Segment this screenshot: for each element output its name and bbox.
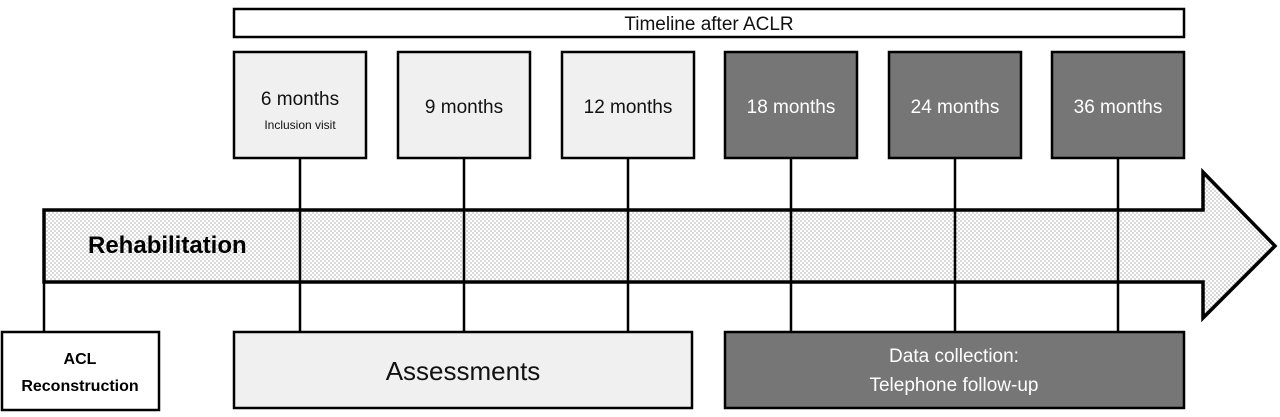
assessments-box: Assessments bbox=[232, 330, 694, 410]
milestone-label: 36 months bbox=[1074, 97, 1163, 118]
milestone-label: 12 months bbox=[584, 97, 673, 118]
timeline-header-label: Timeline after ACLR bbox=[624, 14, 793, 35]
milestone-box bbox=[560, 50, 696, 160]
data-collection-label: Data collection: bbox=[889, 346, 1019, 367]
milestone-label: 18 months bbox=[747, 97, 836, 118]
milestone-box bbox=[396, 50, 532, 160]
milestone-box bbox=[232, 50, 368, 160]
acl-label: ACL bbox=[64, 351, 97, 368]
milestone-label: 6 months bbox=[261, 89, 339, 110]
rehabilitation-label: Rehabilitation bbox=[88, 232, 247, 259]
milestone-label: 9 months bbox=[425, 97, 503, 118]
milestone-box bbox=[1050, 50, 1186, 160]
milestone-box bbox=[723, 50, 859, 160]
milestone-sublabel: Inclusion visit bbox=[264, 118, 336, 132]
telephone-follow-up-box: Data collection: Telephone follow-up bbox=[723, 330, 1186, 410]
milestone-label: 24 months bbox=[911, 97, 1000, 118]
timeline-header: Timeline after ACLR bbox=[232, 7, 1186, 39]
milestone-box bbox=[887, 50, 1023, 160]
reconstruction-label: Reconstruction bbox=[21, 378, 138, 395]
telephone-follow-up-label: Telephone follow-up bbox=[869, 375, 1038, 396]
acl-reconstruction-box: ACL Reconstruction bbox=[0, 330, 161, 412]
assessments-label: Assessments bbox=[386, 356, 541, 386]
rehabilitation-arrow: Rehabilitation bbox=[42, 167, 1278, 323]
